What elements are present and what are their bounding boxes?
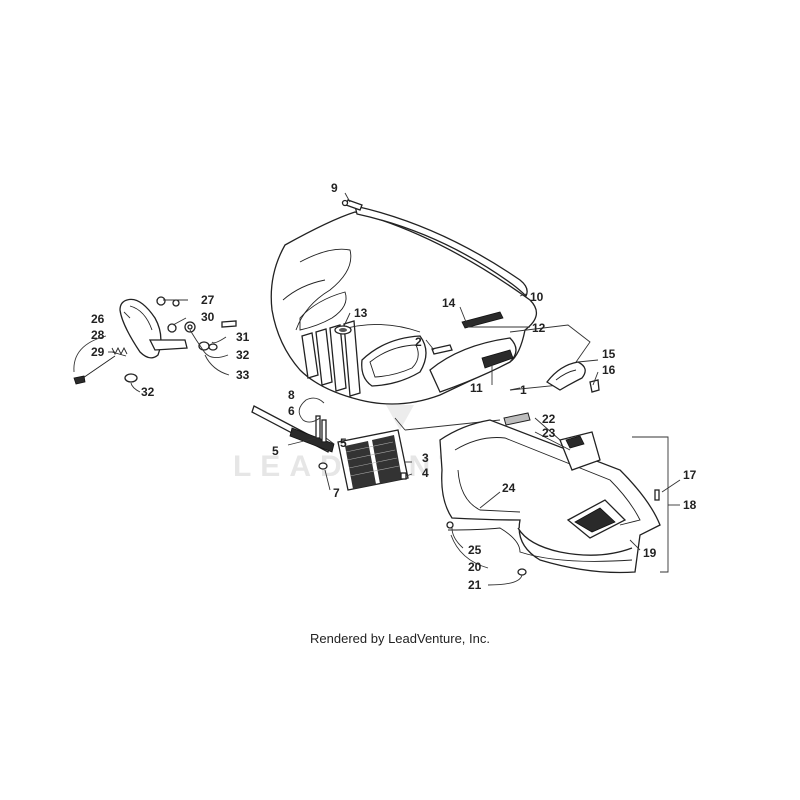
callout-labels: 1 2 3 4 5 5 6 7 8 9 10 11 12 13 14 15 16… bbox=[91, 181, 697, 592]
callout-28: 28 bbox=[91, 328, 105, 342]
hood-latch bbox=[546, 361, 600, 393]
callout-1: 1 bbox=[520, 383, 527, 397]
callout-31: 31 bbox=[236, 330, 250, 344]
weatherstrip bbox=[354, 205, 528, 298]
callout-8: 8 bbox=[288, 388, 295, 402]
front-grille-screen bbox=[337, 429, 409, 491]
callout-6: 6 bbox=[288, 404, 295, 418]
callout-15: 15 bbox=[602, 347, 616, 361]
callout-2: 2 bbox=[415, 335, 422, 349]
storage-tray bbox=[439, 412, 661, 576]
callout-5a: 5 bbox=[272, 444, 279, 458]
callout-27: 27 bbox=[201, 293, 215, 307]
callout-22: 22 bbox=[542, 412, 556, 426]
headlight-assembly bbox=[73, 296, 237, 385]
callout-5b: 5 bbox=[340, 436, 347, 450]
callout-3: 3 bbox=[422, 451, 429, 465]
hood-assembly bbox=[270, 211, 537, 405]
callout-30: 30 bbox=[201, 310, 215, 324]
callout-7: 7 bbox=[333, 486, 340, 500]
hood-grille bbox=[301, 320, 361, 397]
callout-20: 20 bbox=[468, 560, 482, 574]
callout-19: 19 bbox=[643, 546, 657, 560]
pin-9 bbox=[341, 199, 363, 211]
callout-17: 17 bbox=[683, 468, 697, 482]
callout-4: 4 bbox=[422, 466, 429, 480]
callout-12: 12 bbox=[532, 321, 546, 335]
callout-25: 25 bbox=[468, 543, 482, 557]
callout-32b: 32 bbox=[141, 385, 155, 399]
callout-26: 26 bbox=[91, 312, 105, 326]
callout-16: 16 bbox=[602, 363, 616, 377]
leader-lines bbox=[73, 192, 681, 586]
callout-32a: 32 bbox=[236, 348, 250, 362]
mounting-strip bbox=[251, 405, 335, 470]
callout-33: 33 bbox=[236, 368, 250, 382]
callout-11: 11 bbox=[470, 381, 483, 395]
callout-9: 9 bbox=[331, 181, 338, 195]
callout-10: 10 bbox=[530, 290, 544, 304]
rendered-by-credit: Rendered by LeadVenture, Inc. bbox=[310, 631, 490, 646]
callout-14: 14 bbox=[442, 296, 456, 310]
callout-21: 21 bbox=[468, 578, 482, 592]
callout-23: 23 bbox=[542, 426, 556, 440]
callout-24: 24 bbox=[502, 481, 516, 495]
callout-18: 18 bbox=[683, 498, 697, 512]
callout-29: 29 bbox=[91, 345, 105, 359]
callout-13: 13 bbox=[354, 306, 368, 320]
